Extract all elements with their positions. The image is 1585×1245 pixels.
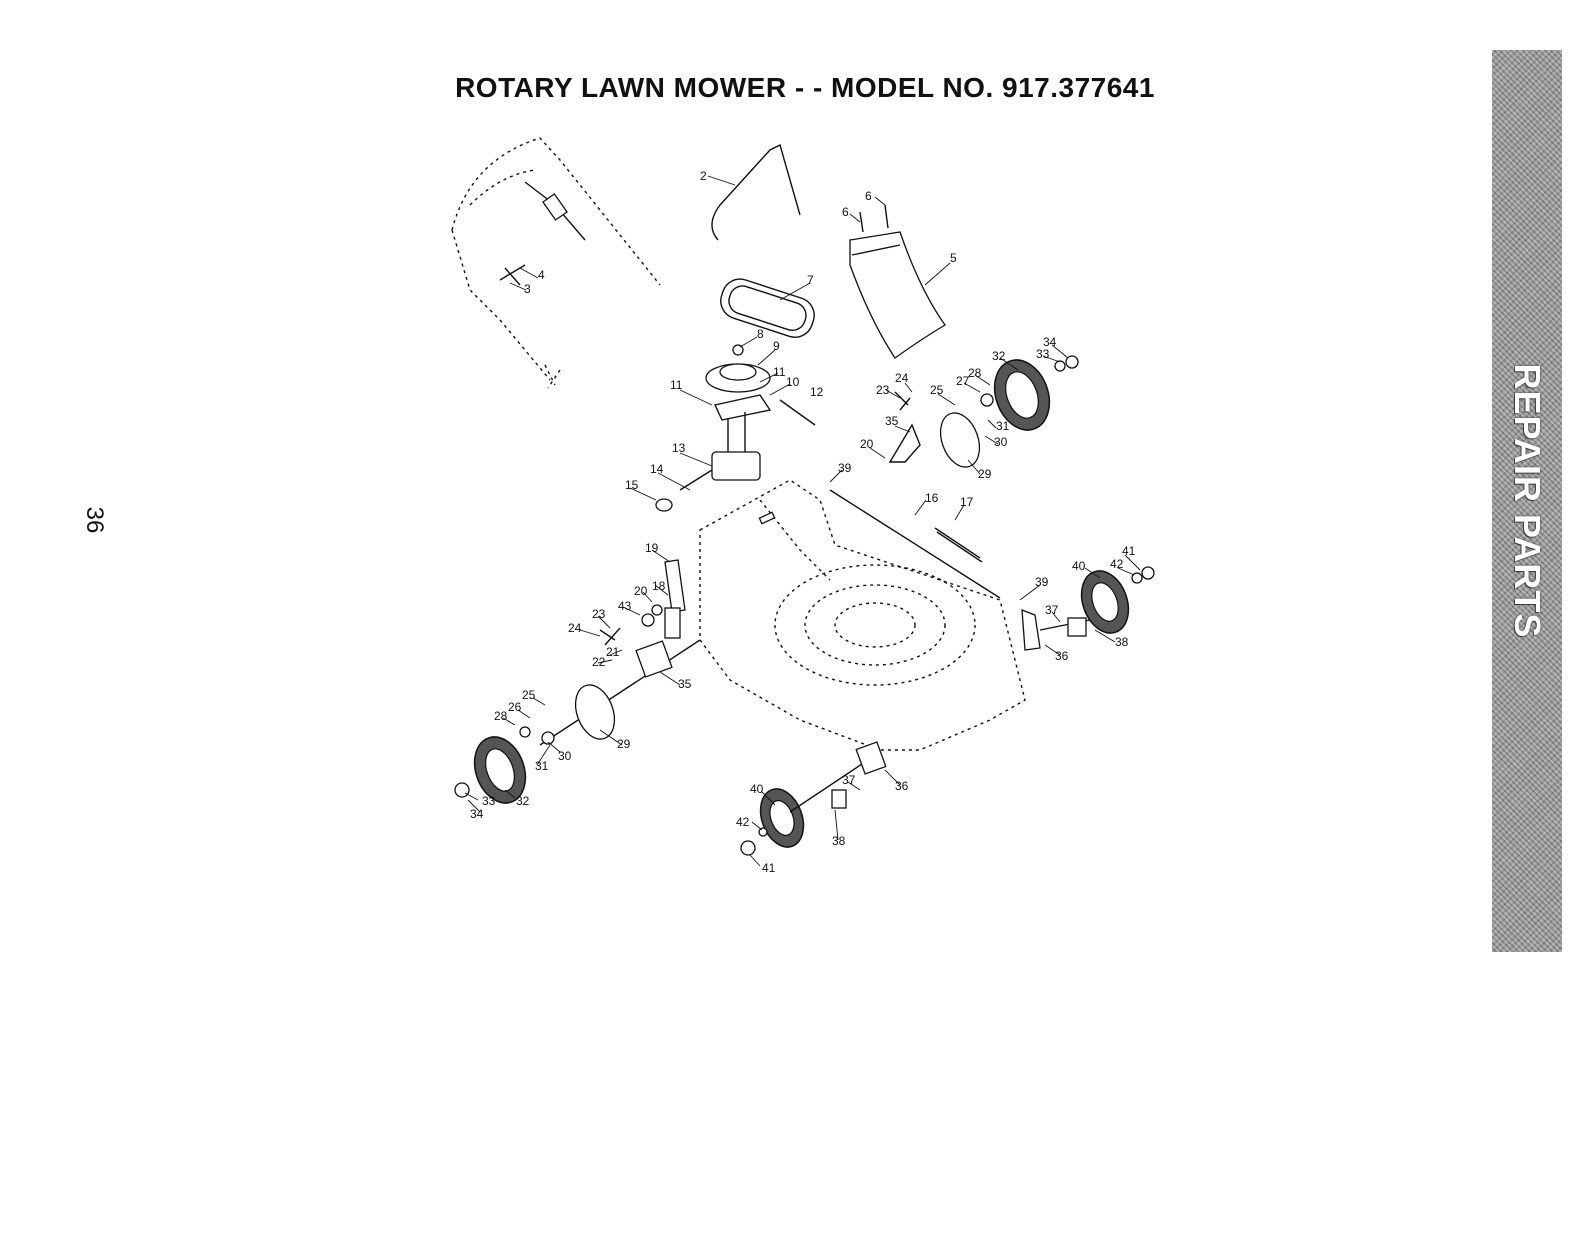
callout-label: 21 <box>606 645 620 659</box>
callout-label: 29 <box>978 467 992 481</box>
callout-label: 25 <box>522 688 536 702</box>
callout-label: 24 <box>895 371 909 385</box>
callout-label: 39 <box>838 461 852 475</box>
callout-label: 23 <box>876 383 890 397</box>
callout-label: 37 <box>1045 603 1059 617</box>
callout-label: 33 <box>482 794 496 808</box>
callout-label: 25 <box>930 383 944 397</box>
callout-label: 22 <box>592 655 606 669</box>
callout-label: 10 <box>786 375 800 389</box>
callout-label: 17 <box>960 495 974 509</box>
callout-label: 30 <box>994 435 1008 449</box>
callout-label: 23 <box>592 607 606 621</box>
discharge-chute <box>850 205 945 358</box>
callout-label: 8 <box>757 327 764 341</box>
callout-label: 42 <box>1110 557 1124 571</box>
mower-deck <box>700 480 1025 750</box>
callout-label: 32 <box>992 349 1006 363</box>
callout-label: 9 <box>773 339 780 353</box>
callout-label: 37 <box>842 773 856 787</box>
callout-label: 11 <box>670 378 683 392</box>
callout-label: 6 <box>865 189 872 203</box>
callout-label: 30 <box>558 749 572 763</box>
rear-wheel-left <box>455 628 700 810</box>
callout-label: 28 <box>968 366 982 380</box>
callout-label: 39 <box>1035 575 1049 589</box>
callout-label: 7 <box>807 273 814 287</box>
callout-label: 19 <box>645 541 659 555</box>
rear-wheel-right <box>890 352 1078 472</box>
handle-assembly <box>452 138 660 388</box>
callout-label: 38 <box>1115 635 1129 649</box>
callout-label: 29 <box>617 737 631 751</box>
callout-label: 42 <box>736 815 750 829</box>
callout-label: 36 <box>1055 649 1069 663</box>
transmission-assembly <box>656 345 815 511</box>
drive-belt <box>716 274 819 341</box>
callout-label: 16 <box>925 491 939 505</box>
callout-label: 38 <box>832 834 846 848</box>
height-lever <box>642 560 685 638</box>
callout-label: 34 <box>470 807 484 821</box>
callout-label: 43 <box>618 599 632 613</box>
callout-label: 28 <box>494 709 508 723</box>
callout-label: 20 <box>860 437 874 451</box>
callout-label: 35 <box>678 677 692 691</box>
callout-label: 18 <box>652 579 666 593</box>
callout-label: 2 <box>700 169 707 183</box>
callout-label: 6 <box>842 205 849 219</box>
callout-label: 4 <box>538 268 545 282</box>
callout-label: 40 <box>750 782 764 796</box>
control-bar <box>712 145 800 240</box>
callout-label: 33 <box>1036 347 1050 361</box>
callout-label: 20 <box>634 584 648 598</box>
callout-label: 13 <box>672 441 686 455</box>
callout-label: 31 <box>996 419 1010 433</box>
callout-label: 5 <box>950 251 957 265</box>
callout-label: 40 <box>1072 559 1086 573</box>
callout-label: 14 <box>650 462 664 476</box>
front-wheel-left <box>741 742 886 855</box>
callout-labels: 2 6 6 5 7 4 3 8 9 11 11 10 12 13 14 15 3… <box>470 169 1136 875</box>
callout-label: 11 <box>773 365 786 379</box>
callout-label: 12 <box>810 385 824 399</box>
callout-label: 36 <box>895 779 909 793</box>
callout-label: 24 <box>568 621 582 635</box>
callout-label: 31 <box>535 759 549 773</box>
adjuster-rod <box>830 490 1000 598</box>
callout-label: 41 <box>762 861 776 875</box>
callout-label: 41 <box>1122 544 1136 558</box>
callout-label: 3 <box>524 282 531 296</box>
callout-label: 35 <box>885 414 899 428</box>
callout-label: 15 <box>625 478 639 492</box>
callout-label: 26 <box>508 700 522 714</box>
callout-label: 32 <box>516 794 530 808</box>
